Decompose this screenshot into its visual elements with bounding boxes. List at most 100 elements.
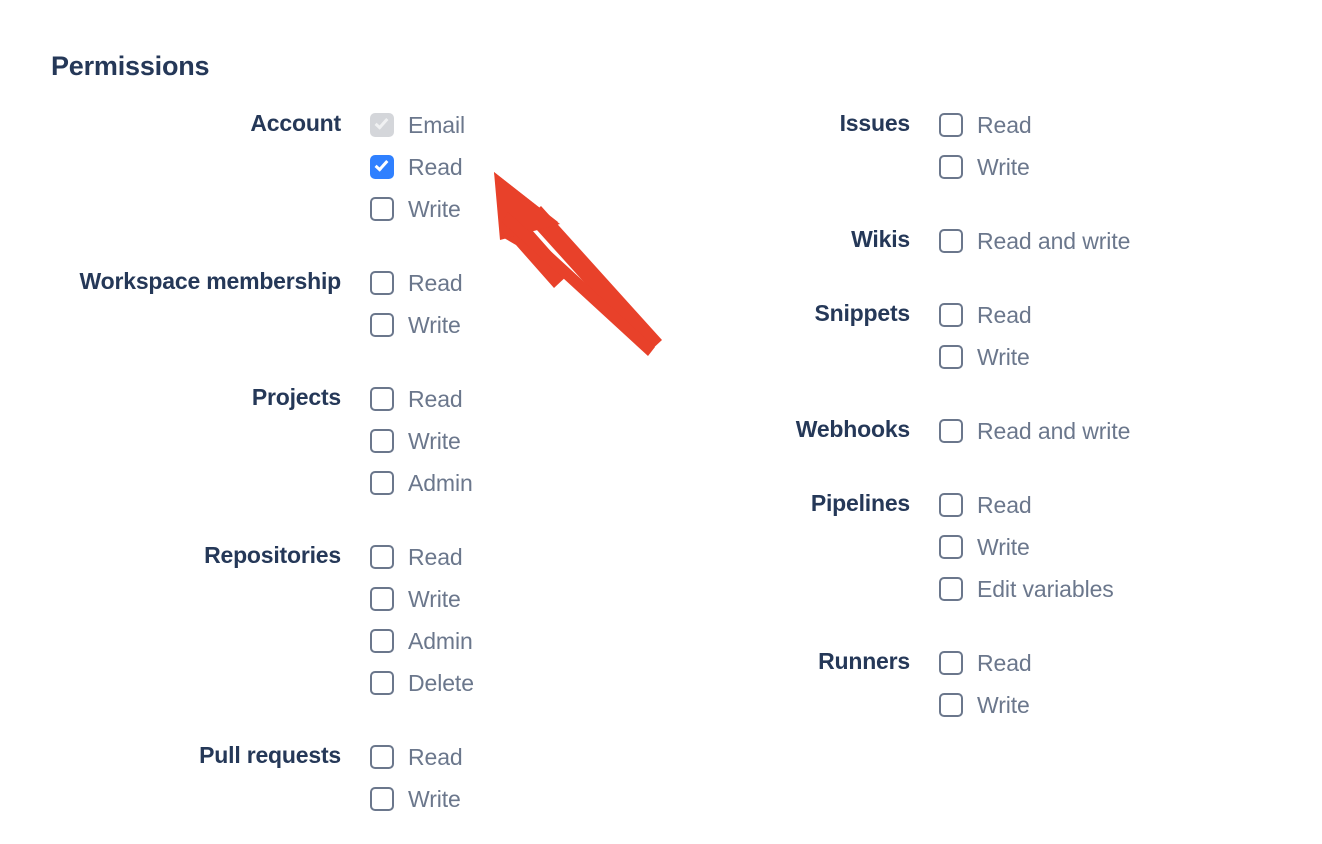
check-icon: [374, 115, 389, 130]
checkbox-unchecked[interactable]: [370, 271, 394, 295]
checkbox-unchecked[interactable]: [939, 229, 963, 253]
option-label: Write: [408, 196, 461, 222]
option-row[interactable]: Write: [370, 578, 474, 620]
checkbox-unchecked[interactable]: [370, 745, 394, 769]
option-row[interactable]: Read: [370, 146, 465, 188]
checkbox-unchecked[interactable]: [939, 419, 963, 443]
option-label: Read: [977, 302, 1032, 328]
checkbox-unchecked[interactable]: [370, 787, 394, 811]
option-row[interactable]: Write: [939, 684, 1032, 726]
checkbox-unchecked[interactable]: [939, 693, 963, 717]
option-row[interactable]: Write: [370, 778, 463, 820]
option-row[interactable]: Write: [370, 420, 473, 462]
option-row[interactable]: Read: [939, 484, 1114, 526]
option-label: Read: [408, 154, 463, 180]
option-row[interactable]: Write: [939, 146, 1032, 188]
checkbox-unchecked[interactable]: [370, 197, 394, 221]
option-list: Read and write: [910, 410, 1130, 452]
group-label: Account: [250, 110, 341, 136]
checkbox-unchecked[interactable]: [939, 113, 963, 137]
checkbox-unchecked[interactable]: [939, 493, 963, 517]
checkbox-unchecked[interactable]: [370, 471, 394, 495]
option-row[interactable]: Delete: [370, 662, 474, 704]
option-row[interactable]: Read: [370, 736, 463, 778]
option-label: Edit variables: [977, 576, 1114, 602]
option-row[interactable]: Read and write: [939, 220, 1130, 262]
group-label: Pipelines: [810, 490, 910, 516]
option-label: Read: [408, 386, 463, 412]
option-list: Read and write: [910, 220, 1130, 262]
option-label: Read and write: [977, 418, 1131, 444]
checkbox-disabled-checked: [370, 113, 394, 137]
option-label: Admin: [408, 470, 473, 496]
option-row[interactable]: Read: [370, 378, 473, 420]
option-row[interactable]: Write: [370, 188, 465, 230]
group-label: Pull requests: [199, 742, 341, 768]
checkbox-unchecked[interactable]: [939, 155, 963, 179]
option-row[interactable]: Write: [939, 526, 1114, 568]
option-label: Write: [977, 344, 1030, 370]
group-label: Webhooks: [795, 416, 910, 442]
option-row[interactable]: Read: [939, 642, 1032, 684]
option-row[interactable]: Admin: [370, 620, 474, 662]
checkbox-unchecked[interactable]: [939, 303, 963, 327]
checkbox-unchecked[interactable]: [939, 577, 963, 601]
option-label: Write: [408, 312, 461, 338]
option-row[interactable]: Write: [370, 304, 463, 346]
checkbox-unchecked[interactable]: [370, 429, 394, 453]
option-row[interactable]: Edit variables: [939, 568, 1114, 610]
checkbox-unchecked[interactable]: [939, 651, 963, 675]
option-row[interactable]: Write: [939, 336, 1032, 378]
page-title: Permissions: [51, 51, 210, 81]
option-label: Read: [977, 492, 1032, 518]
checkbox-unchecked[interactable]: [370, 671, 394, 695]
checkbox-unchecked[interactable]: [370, 587, 394, 611]
option-row[interactable]: Admin: [370, 462, 473, 504]
option-row[interactable]: Read: [370, 262, 463, 304]
checkbox-unchecked[interactable]: [370, 313, 394, 337]
option-row[interactable]: Read: [939, 294, 1032, 336]
group-label: Projects: [251, 384, 341, 410]
option-label: Email: [408, 112, 466, 138]
checkbox-checked[interactable]: [370, 155, 394, 179]
checkbox-unchecked[interactable]: [939, 535, 963, 559]
option-label: Write: [408, 586, 461, 612]
checkbox-unchecked[interactable]: [370, 629, 394, 653]
group-label: Wikis: [851, 226, 910, 252]
option-row[interactable]: Read: [370, 536, 474, 578]
option-row[interactable]: Read and write: [939, 410, 1130, 452]
group-label: Repositories: [204, 542, 341, 568]
option-label: Write: [408, 786, 461, 812]
checkbox-unchecked[interactable]: [939, 345, 963, 369]
checkbox-unchecked[interactable]: [370, 545, 394, 569]
check-icon: [374, 157, 389, 172]
option-label: Delete: [408, 670, 474, 696]
option-row[interactable]: Read: [939, 104, 1032, 146]
option-label: Write: [977, 154, 1030, 180]
option-label: Write: [977, 692, 1030, 718]
option-label: Write: [408, 428, 461, 454]
checkbox-unchecked[interactable]: [370, 387, 394, 411]
option-label: Admin: [408, 628, 473, 654]
option-row[interactable]: Email: [370, 104, 465, 146]
group-label: Issues: [839, 110, 911, 136]
option-label: Read: [977, 650, 1032, 676]
option-label: Read: [408, 270, 463, 296]
option-label: Read and write: [977, 228, 1131, 254]
